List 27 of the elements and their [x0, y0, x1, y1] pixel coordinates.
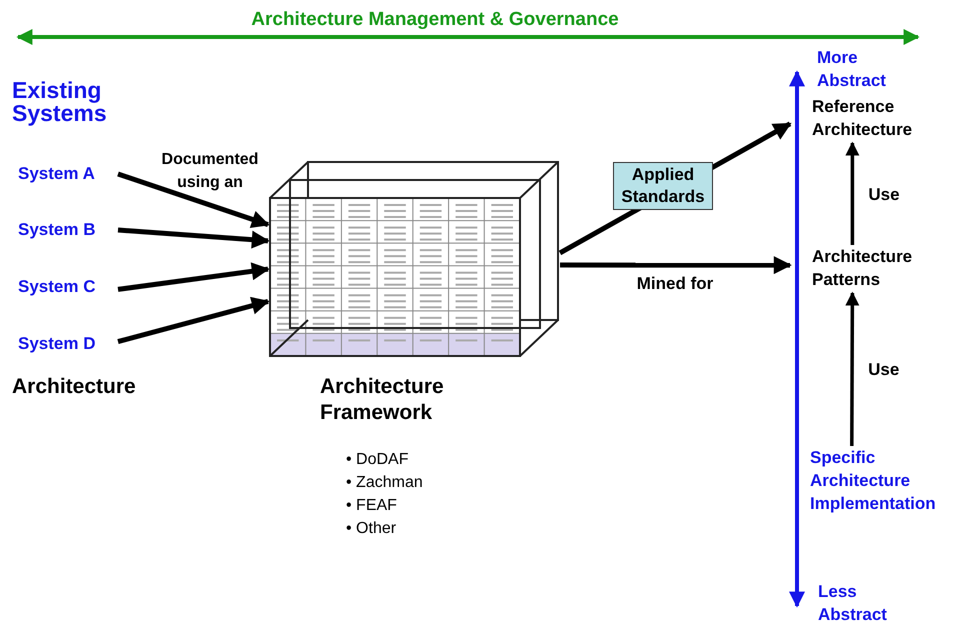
arrow: [118, 262, 270, 292]
framework-grid-drawing: [268, 158, 560, 360]
architecture-level-label: Architecture Patterns: [790, 245, 950, 293]
axis-label: More Abstract: [817, 47, 887, 92]
framework-caption: Architecture Framework: [320, 374, 445, 426]
axis-label: Less Abstract: [818, 581, 888, 624]
list-item: • DoDAF: [346, 450, 410, 470]
scope-title: Architecture Management & Governance: [250, 8, 620, 31]
system-label: System C: [18, 275, 118, 299]
arrow: [845, 292, 860, 446]
system-label: System A: [18, 162, 118, 186]
section-heading: Architecture: [12, 375, 137, 398]
standards-tag: Applied Standards: [613, 162, 713, 210]
system-label: System B: [18, 218, 118, 242]
list-item: • FEAF: [346, 496, 398, 516]
arrow: [560, 256, 792, 274]
architecture-level-label: Reference Architecture: [790, 95, 950, 143]
arrow: [845, 142, 860, 245]
list-item: • Other: [346, 519, 398, 539]
arrow: [118, 228, 270, 249]
architecture-level-label: Specific Architecture Implementation: [808, 446, 954, 518]
section-heading: Existing Systems: [12, 79, 108, 125]
flow-note: Documented using an: [160, 150, 260, 193]
system-label: System D: [18, 332, 118, 356]
list-item: • Zachman: [346, 473, 424, 493]
arrow: [117, 172, 270, 228]
arrow: [117, 296, 270, 344]
